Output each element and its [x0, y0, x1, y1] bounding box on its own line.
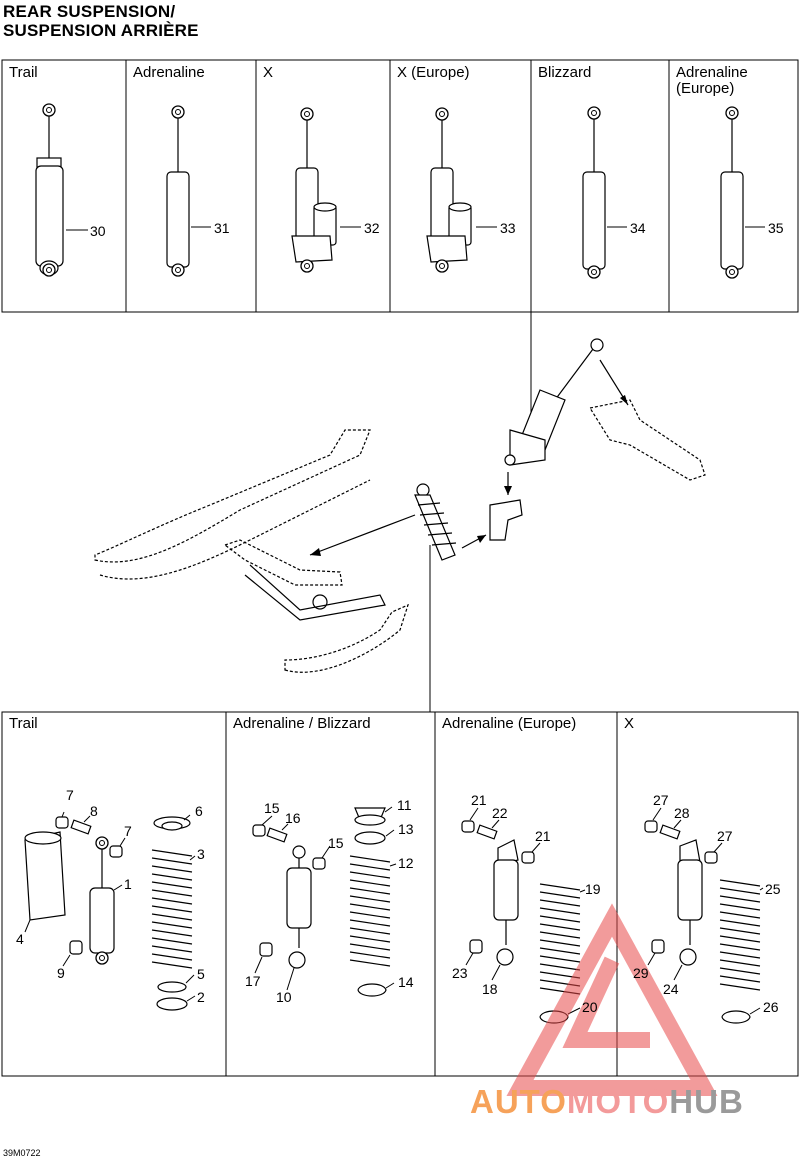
- shock-30: [35, 103, 64, 277]
- adrenaline-blizzard-leaders: [254, 806, 397, 991]
- x-leaders: [647, 807, 764, 1015]
- part-number-27b: 27: [717, 828, 733, 844]
- adrenaline-europe-components: [461, 820, 581, 1024]
- part-number-4: 4: [16, 931, 24, 947]
- top-leaders: [66, 226, 765, 231]
- part-number-2: 2: [197, 989, 205, 1005]
- part-number-5: 5: [197, 966, 205, 982]
- trail-leaders: [24, 811, 196, 1002]
- part-number-8: 8: [90, 803, 98, 819]
- part-number-15b: 15: [328, 835, 344, 851]
- part-number-34: 34: [630, 220, 646, 236]
- title-line-2: SUSPENSION ARRIÈRE: [3, 21, 199, 40]
- top-panels-frame: [1, 59, 799, 313]
- part-number-11: 11: [397, 797, 412, 813]
- panel-label-trail-bottom: Trail: [9, 715, 38, 732]
- part-number-33: 33: [500, 220, 516, 236]
- part-number-12: 12: [398, 855, 414, 871]
- watermark-part-1: AUTO: [470, 1083, 567, 1120]
- shock-31: [166, 105, 190, 277]
- watermark-part-3: HUB: [669, 1083, 744, 1120]
- middle-arrowheads: [310, 395, 628, 556]
- part-number-17: 17: [245, 973, 261, 989]
- part-number-32: 32: [364, 220, 380, 236]
- part-number-6: 6: [195, 803, 203, 819]
- part-number-31: 31: [214, 220, 230, 236]
- part-number-23: 23: [452, 965, 468, 981]
- panel-label-adrenaline-blizzard: Adrenaline / Blizzard: [233, 715, 371, 732]
- part-number-9: 9: [57, 965, 65, 981]
- watermark: AUTOMOTOHUB: [470, 1083, 744, 1121]
- part-number-18: 18: [482, 981, 498, 997]
- shock-34: [582, 106, 606, 279]
- panel-label-adrenaline-europe: Adrenaline (Europe): [676, 65, 748, 97]
- x-components: [644, 820, 761, 1024]
- panel-label-blizzard: Blizzard: [538, 64, 592, 81]
- part-number-21b: 21: [535, 828, 551, 844]
- shock-35: [720, 106, 744, 279]
- top-shocks: [35, 103, 744, 279]
- part-number-7a: 7: [66, 787, 74, 803]
- panel-label-adrenaline-europe-bottom: Adrenaline (Europe): [442, 715, 577, 732]
- part-number-24: 24: [663, 981, 679, 997]
- part-number-30: 30: [90, 223, 106, 239]
- part-number-35: 35: [768, 220, 784, 236]
- part-number-15a: 15: [264, 800, 280, 816]
- shock-33: [426, 107, 472, 273]
- part-number-20: 20: [582, 999, 598, 1015]
- part-number-7b: 7: [124, 823, 132, 839]
- panel-label-line-1: Adrenaline: [676, 64, 748, 81]
- panel-label-line-2: (Europe): [676, 80, 735, 97]
- part-number-26: 26: [763, 999, 779, 1015]
- figure-code: 39M0722: [3, 1148, 41, 1158]
- part-number-19: 19: [585, 881, 601, 897]
- adrenaline-blizzard-components: [252, 807, 391, 997]
- part-number-1: 1: [124, 876, 132, 892]
- adrenaline-europe-leaders: [465, 807, 586, 1015]
- part-number-10: 10: [276, 989, 292, 1005]
- part-number-3: 3: [197, 846, 205, 862]
- page-title: REAR SUSPENSION/ SUSPENSION ARRIÈRE: [3, 2, 199, 40]
- part-number-28: 28: [674, 805, 690, 821]
- watermark-part-2: MOTO: [566, 1083, 670, 1120]
- part-number-27a: 27: [653, 792, 669, 808]
- bottom-panels-frame: [1, 711, 799, 1077]
- rear-suspension-assembly: [94, 338, 706, 673]
- panel-label-x: X: [263, 64, 274, 81]
- watermark-triangle-logo: [506, 903, 718, 1096]
- panel-label-x-bottom: X: [624, 715, 635, 732]
- part-number-14: 14: [398, 974, 414, 990]
- part-number-16: 16: [285, 810, 301, 826]
- panel-label-adrenaline: Adrenaline: [133, 64, 205, 81]
- part-number-21a: 21: [471, 792, 487, 808]
- panel-label-trail: Trail: [9, 64, 38, 81]
- trail-components: [24, 816, 193, 1011]
- part-number-13: 13: [398, 821, 414, 837]
- shock-32: [291, 107, 337, 273]
- title-line-1: REAR SUSPENSION/: [3, 2, 176, 21]
- part-number-29: 29: [633, 965, 649, 981]
- part-number-22: 22: [492, 805, 508, 821]
- part-number-25: 25: [765, 881, 781, 897]
- panel-label-x-europe: X (Europe): [397, 64, 470, 81]
